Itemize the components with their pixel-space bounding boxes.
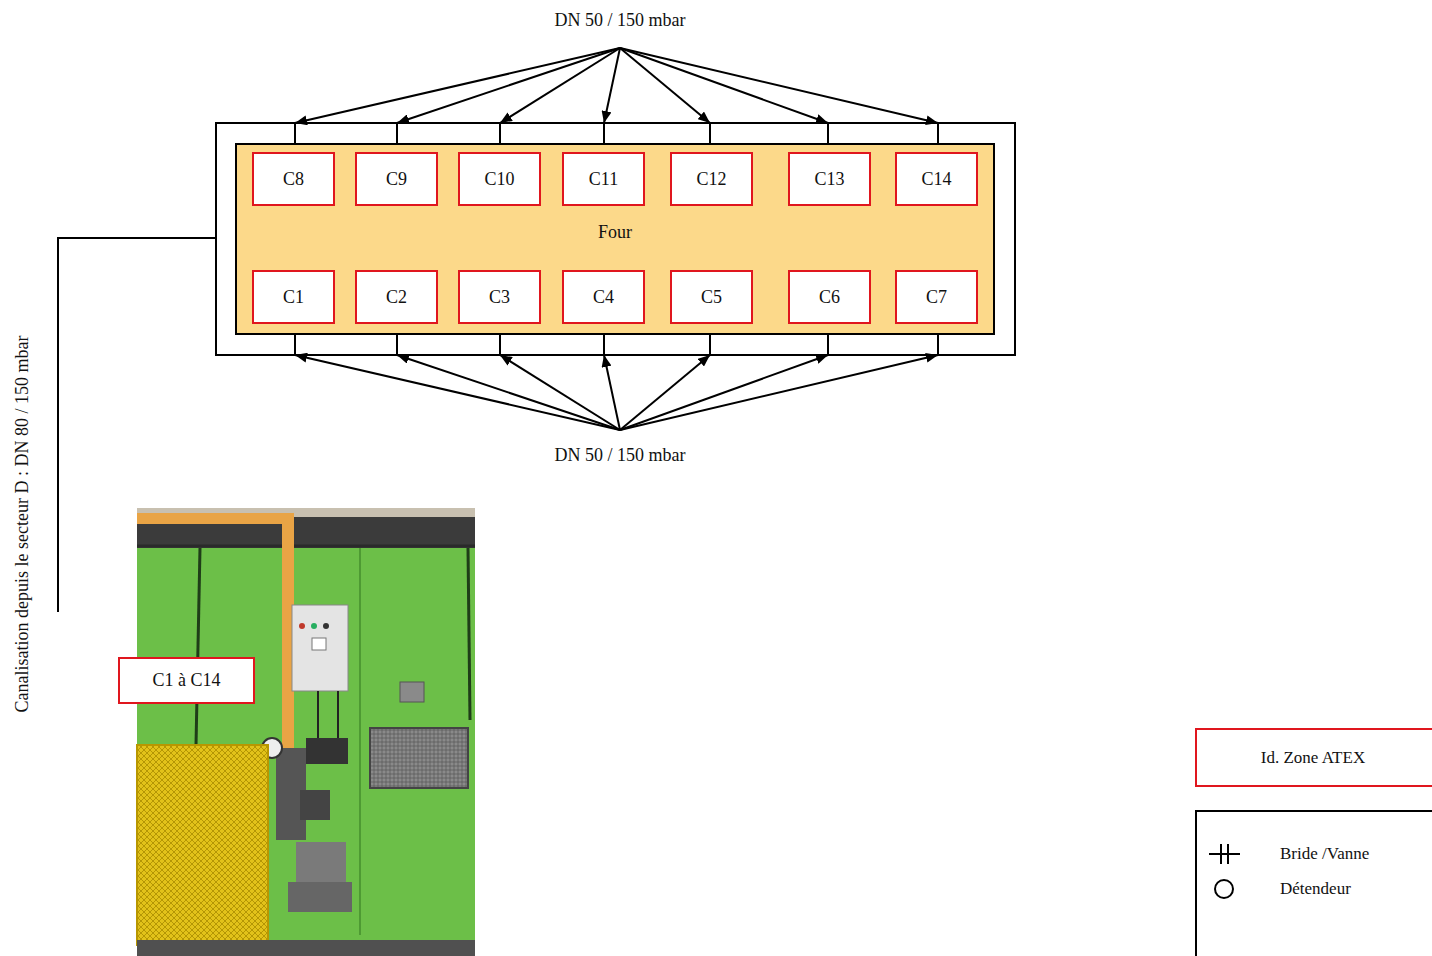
gas-loop [216, 123, 1015, 355]
photo-floor [137, 940, 475, 956]
regulator-symbol [1215, 880, 1233, 898]
atex-zone-box: C7 [895, 270, 978, 324]
pointer-arrow [295, 355, 620, 430]
atex-zone-box: C3 [458, 270, 541, 324]
legend-text: Détendeur [1280, 879, 1351, 899]
zone-id: C8 [283, 169, 304, 190]
pointer-arrow [604, 355, 620, 430]
zone-id: C10 [484, 169, 514, 190]
zone-id: C2 [386, 287, 407, 308]
atex-zone-box: C14 [895, 152, 978, 206]
zone-id: C13 [814, 169, 844, 190]
photo-grille [370, 728, 468, 788]
photo-panel-seam [359, 548, 361, 935]
legend-zone-sample: Id. Zone ATEX [1195, 728, 1432, 787]
zone-id: C3 [489, 287, 510, 308]
photo-button [311, 623, 317, 629]
pointer-arrow [620, 355, 938, 430]
zone-id: C6 [819, 287, 840, 308]
furnace-zone: Four C8 C9 C10 C11 C12 C13 C14C1 C2 C3 C4 C5 C6 C7 [235, 143, 995, 335]
pointer-arrow [620, 48, 938, 123]
photo-burner-base [288, 882, 352, 912]
pointer-arrow [500, 48, 620, 123]
pointer-arrow [500, 355, 620, 430]
atex-zone-box: C9 [355, 152, 438, 206]
branch-stub [827, 123, 829, 143]
atex-zone-box: C10 [458, 152, 541, 206]
pointer-arrow [397, 48, 620, 123]
branch-stub [499, 335, 501, 355]
pointer-arrow [295, 48, 620, 123]
atex-zone-box: C13 [788, 152, 871, 206]
branch-stub [499, 123, 501, 143]
furnace-label: Four [237, 222, 993, 243]
atex-zone-box: C1 à C14 [118, 657, 255, 704]
photo-socket [400, 682, 424, 702]
supply-pipe-label: Canalisation depuis le secteur D : DN 80… [12, 336, 33, 713]
flange-symbol-bar [1227, 844, 1229, 864]
pointer-arrow [397, 355, 620, 430]
flange-symbol [1209, 844, 1240, 864]
flange-symbol-line [1209, 853, 1240, 855]
pointer-arrow [604, 48, 620, 123]
pointer-arrow [620, 48, 828, 123]
photo-button [323, 623, 329, 629]
zone-id: C1 [283, 287, 304, 308]
branch-stub [709, 123, 711, 143]
branch-stub [603, 123, 605, 143]
zone-id: C9 [386, 169, 407, 190]
zone-id: C7 [926, 287, 947, 308]
branch-stub [709, 335, 711, 355]
legend-text: Bride /Vanne [1280, 844, 1369, 864]
atex-zone-box: C11 [562, 152, 645, 206]
photo-valve [306, 738, 348, 764]
zone-id: C11 [589, 169, 618, 190]
photo-wall [137, 508, 475, 956]
branch-stub [603, 335, 605, 355]
atex-zone-box: C2 [355, 270, 438, 324]
burner-photo [137, 508, 475, 956]
pipe-size-label: DN 50 / 150 mbar [555, 445, 686, 466]
photo-cable [468, 548, 470, 720]
atex-zone-box: C12 [670, 152, 753, 206]
photo-button [299, 623, 305, 629]
pipe-size-label: DN 50 / 150 mbar [555, 10, 686, 31]
branch-stub [294, 123, 296, 143]
photo-control-box [292, 605, 348, 691]
zone-id: C12 [696, 169, 726, 190]
branch-stub [294, 335, 296, 355]
legend-frame [1196, 811, 1432, 956]
pointer-arrow [620, 355, 828, 430]
flange-symbol-bar [1220, 844, 1222, 864]
photo-motor [296, 842, 346, 882]
zone-id: C4 [593, 287, 614, 308]
branch-stub [937, 123, 939, 143]
photo-wire [317, 691, 319, 740]
zone-id: C1 à C14 [152, 670, 220, 691]
atex-zone-box: C8 [252, 152, 335, 206]
atex-zone-box: C5 [670, 270, 753, 324]
branch-stub [396, 335, 398, 355]
atex-zone-box: C6 [788, 270, 871, 324]
zone-id: C5 [701, 287, 722, 308]
photo-cage [137, 745, 268, 945]
branch-stub [937, 335, 939, 355]
zone-id: C14 [921, 169, 951, 190]
photo-cable [196, 548, 200, 745]
photo-beam [137, 545, 475, 548]
branch-stub [827, 335, 829, 355]
photo-gas-pipe [137, 513, 293, 524]
atex-zone-box: C1 [252, 270, 335, 324]
photo-switch [312, 638, 326, 650]
branch-stub [396, 123, 398, 143]
photo-valve [300, 790, 330, 820]
photo-ceiling [137, 508, 475, 548]
photo-wire [337, 691, 339, 740]
atex-zone-box: C4 [562, 270, 645, 324]
